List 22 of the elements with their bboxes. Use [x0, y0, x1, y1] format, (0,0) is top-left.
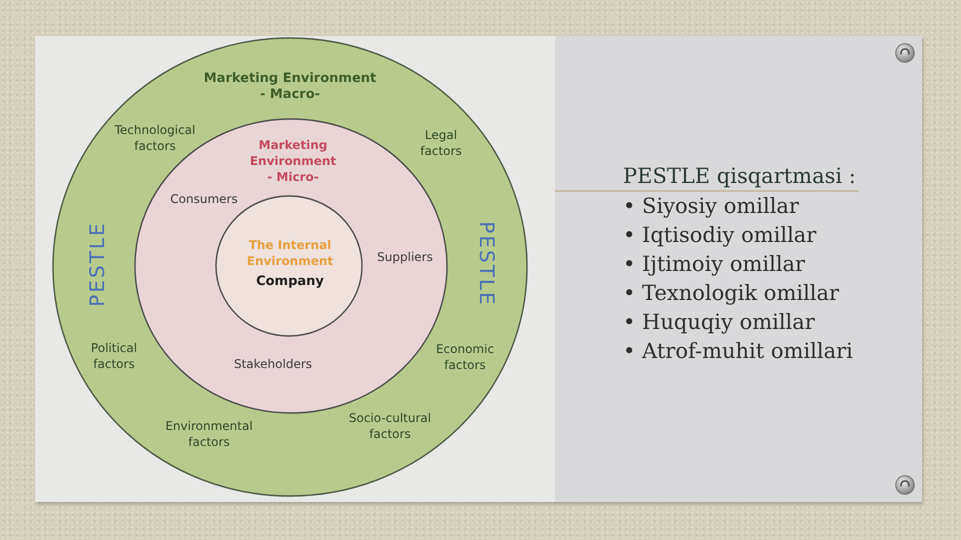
factor-label: Socio-cultural factors [348, 410, 432, 442]
vertical-label: PESTLE [476, 221, 498, 307]
factor-label: Political factors [90, 340, 138, 372]
list-item: • Ijtimoiy omillar [623, 251, 806, 278]
factor-label: Legal factors [419, 127, 463, 159]
group-label: Suppliers [377, 249, 433, 265]
circle-heading: Marketing Environment - Micro- [248, 137, 338, 185]
list-heading: PESTLE qisqartmasi : [623, 163, 856, 189]
list-item: • Huquqiy omillar [623, 309, 816, 336]
list-item: • Texnologik omillar [623, 280, 840, 307]
ring-heading: Marketing Environment - Macro- [202, 71, 378, 103]
list-item: • Iqtisodiy omillar [623, 222, 818, 249]
factor-label: Technological factors [114, 122, 196, 154]
company-label: Company [256, 274, 324, 290]
group-label: Stakeholders [234, 356, 312, 372]
vertical-label: PESTLE [86, 221, 108, 307]
factor-label: Environmental factors [164, 418, 254, 450]
circle-heading: The Internal Environment [246, 237, 334, 269]
factor-label: Economic factors [434, 341, 496, 373]
group-label: Consumers [170, 191, 238, 207]
list-item: • Atrof-muhit omillari [623, 338, 854, 365]
list-item: • Siyosiy omillar [623, 193, 800, 220]
